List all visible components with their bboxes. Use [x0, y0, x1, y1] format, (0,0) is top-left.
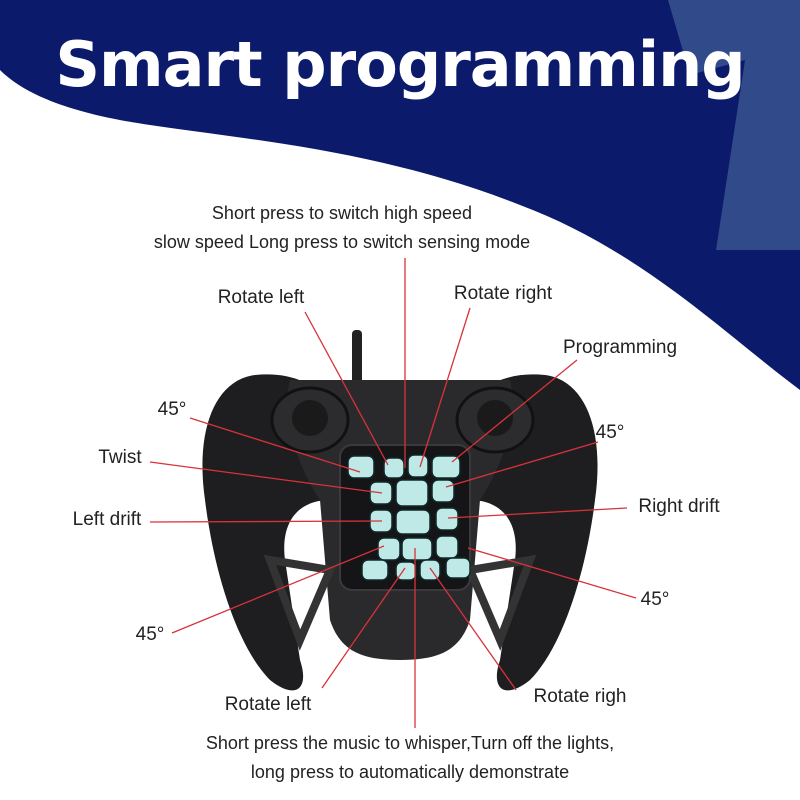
page-title: Smart programming: [55, 28, 745, 101]
keypad-button[interactable]: [361, 559, 389, 581]
label-rotate-left-bottom: Rotate left: [224, 694, 312, 715]
leader-line-45-bottom-left: [171, 545, 385, 634]
keypad-button[interactable]: [431, 479, 455, 503]
leader-line-45-bottom-right: [467, 547, 637, 599]
label-rotate-right-bottom: Rotate righ: [533, 686, 627, 707]
right-lattice: [464, 554, 537, 651]
bottom-note: Short press the music to whisper,Turn of…: [206, 729, 614, 787]
leader-line-rotate-left-bottom: [321, 567, 406, 689]
keypad-button[interactable]: [445, 557, 471, 579]
label-rotate-left-top: Rotate left: [217, 287, 305, 308]
keypad-button[interactable]: [377, 537, 401, 561]
leader-line-programming: [451, 359, 578, 463]
leader-line-twist: [149, 461, 383, 494]
keypad-button[interactable]: [395, 479, 429, 507]
left-lattice: [263, 554, 336, 651]
label-left-drift: Left drift: [72, 509, 142, 530]
leader-line-rotate-right-top: [419, 307, 471, 468]
left-joystick-cap: [292, 400, 328, 436]
leader-line-45-top-left: [189, 417, 361, 473]
leader-line-rotate-right-bottom: [429, 567, 517, 691]
keypad-button[interactable]: [435, 507, 459, 531]
leader-line-rotate-left-top: [304, 311, 389, 466]
keypad-button[interactable]: [383, 457, 405, 479]
label-45-top-right: 45°: [595, 422, 625, 443]
keypad-button[interactable]: [407, 454, 429, 478]
big-number-one: [668, 0, 800, 250]
leader-line-right-drift: [447, 507, 628, 519]
keypad-button[interactable]: [347, 455, 375, 479]
leader-line-left-drift: [149, 520, 383, 523]
keypad-button[interactable]: [435, 535, 459, 559]
label-45-bottom-right: 45°: [640, 589, 670, 610]
label-right-drift: Right drift: [638, 496, 720, 517]
keypad-button[interactable]: [401, 537, 433, 561]
label-45-bottom-left: 45°: [135, 624, 165, 645]
label-twist: Twist: [98, 447, 142, 468]
label-45-top-left: 45°: [157, 399, 187, 420]
navy-banner: [0, 0, 800, 390]
top-note: Short press to switch high speed slow sp…: [154, 199, 530, 257]
keypad-button[interactable]: [395, 509, 431, 535]
bottom-note-line1: Short press the music to whisper,Turn of…: [205, 733, 615, 753]
leader-line-45-top-right: [445, 441, 599, 488]
top-note-line2: slow speed Long press to switch sensing …: [153, 232, 531, 252]
top-note-line1: Short press to switch high speed: [211, 203, 473, 223]
label-rotate-right-top: Rotate right: [453, 283, 553, 304]
remote-controller: [202, 330, 598, 691]
label-programming: Programming: [562, 337, 678, 358]
bottom-note-line2: long press to automatically demonstrate: [250, 762, 570, 782]
antenna: [352, 330, 362, 390]
right-joystick-cap: [477, 400, 513, 436]
keypad-button[interactable]: [395, 561, 417, 581]
